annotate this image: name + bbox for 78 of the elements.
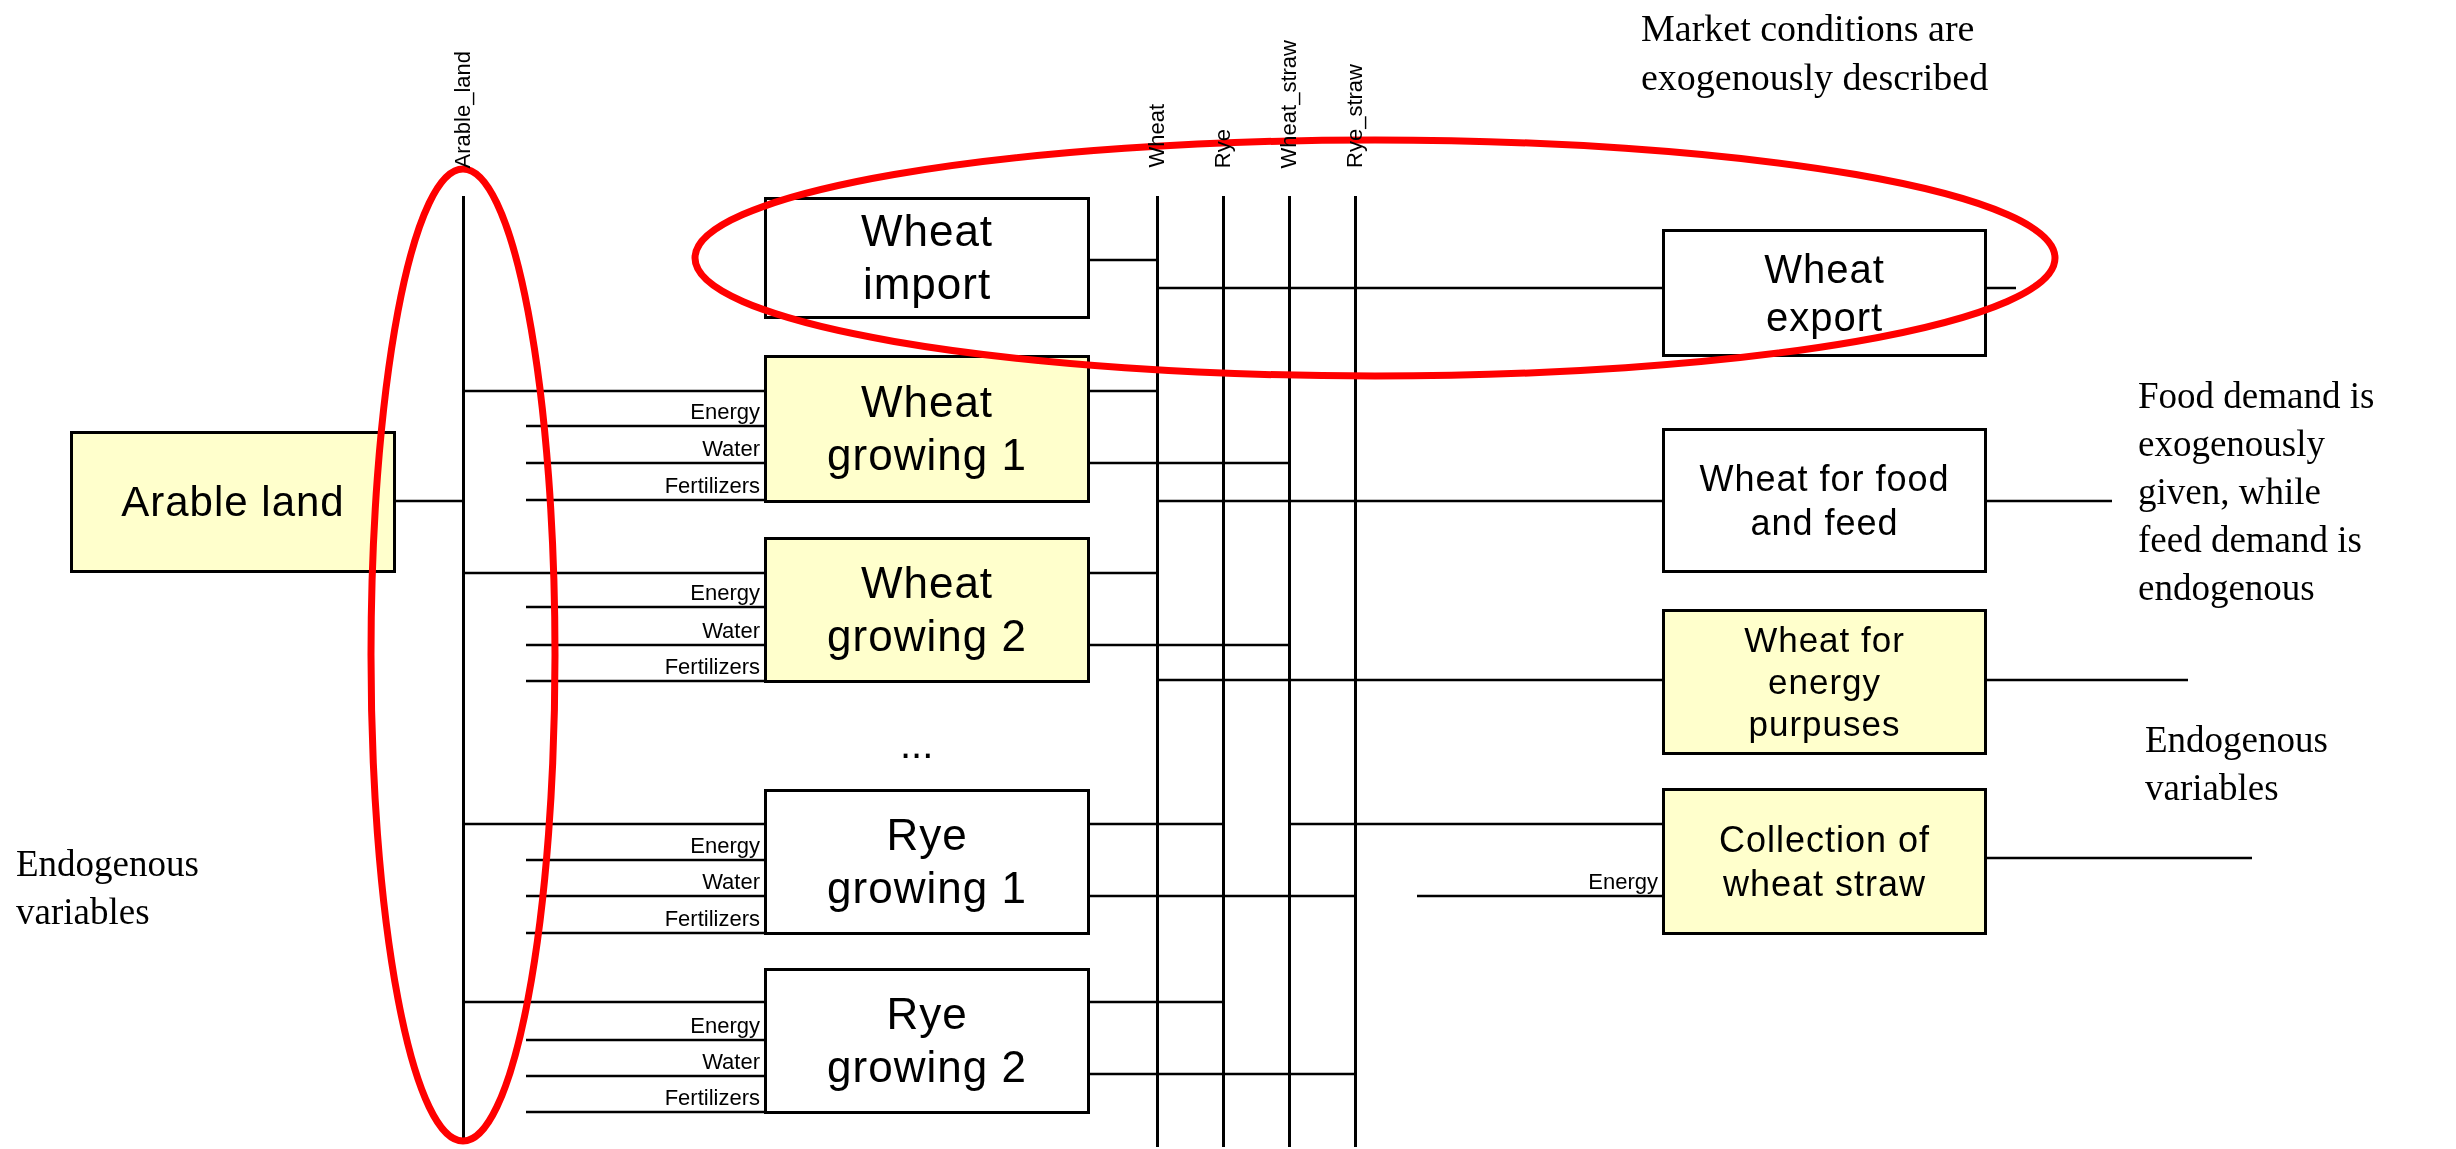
process-box [1662, 788, 1987, 935]
box-label: Wheat growing 2 [826, 557, 1028, 662]
note-text: Endogenous variables [2145, 718, 2329, 811]
connector-line [1417, 894, 1662, 898]
box-label: Wheat import [859, 205, 995, 310]
process-box [764, 789, 1090, 935]
connector-line [526, 1110, 764, 1114]
connector-line [463, 571, 764, 575]
process-box [764, 197, 1090, 319]
connector-line [526, 498, 764, 502]
process-box [764, 355, 1090, 503]
connector-line [1090, 571, 1157, 575]
connector-line [526, 931, 764, 935]
box-label: Wheat for energy purpuses [1743, 619, 1906, 745]
process-box [764, 968, 1090, 1114]
box-label: Rye growing 1 [826, 809, 1028, 914]
connector-line [463, 1000, 764, 1004]
connector-line [526, 1074, 764, 1078]
box-label: Collection of wheat straw [1717, 818, 1932, 905]
edge-label: Energy [690, 401, 760, 423]
note-text: Endogenous variables [16, 842, 200, 935]
connector-line [526, 679, 764, 683]
edge-label: Fertilizers [664, 656, 760, 678]
connector-line [526, 858, 764, 862]
connector-line [526, 461, 764, 465]
connector-line [1090, 258, 1157, 262]
bus-label: Arable_land [452, 50, 474, 168]
box-label: Rye growing 2 [826, 988, 1028, 1093]
connector-line [1987, 856, 2252, 860]
edge-label: Energy [1588, 871, 1658, 893]
box-label: Arable land [121, 476, 345, 527]
connector-line [526, 424, 764, 428]
process-box [764, 537, 1090, 683]
connector-line [526, 1038, 764, 1042]
connector-line [1157, 286, 1662, 290]
connector-line [1090, 1000, 1223, 1004]
connector-line [463, 822, 764, 826]
process-box [70, 431, 396, 573]
connector-line [1157, 678, 1662, 682]
process-box [1662, 428, 1987, 573]
edge-label: Energy [690, 582, 760, 604]
note-text: ... [900, 721, 935, 768]
connector-line [1090, 643, 1289, 647]
bus-label: Wheat [1146, 104, 1168, 168]
edge-label: Fertilizers [664, 475, 760, 497]
connector-line [463, 389, 764, 393]
connector-line [1987, 678, 2188, 682]
connector-line [526, 605, 764, 609]
connector-line [1987, 499, 2112, 503]
box-label: Wheat for food and feed [1698, 457, 1951, 544]
edge-label: Fertilizers [664, 908, 760, 930]
bus-label: Wheat_straw [1278, 39, 1300, 168]
edge-label: Energy [690, 1015, 760, 1037]
edge-label: Water [702, 438, 760, 460]
box-label: Wheat growing 1 [826, 376, 1028, 481]
note-text: Food demand is exogenously given, while feed demand is endogenous [2138, 374, 2376, 611]
connector-line [1090, 894, 1355, 898]
connector-line [1157, 499, 1662, 503]
bus-label: Rye_straw [1344, 64, 1366, 168]
edge-label: Water [702, 871, 760, 893]
connector-line [526, 643, 764, 647]
bus-label: Rye [1212, 128, 1234, 168]
connector-line [1090, 1072, 1355, 1076]
connector-line [526, 894, 764, 898]
process-box [1662, 609, 1987, 755]
connector-line [1987, 286, 2016, 290]
connector-line [1090, 822, 1223, 826]
edge-label: Fertilizers [664, 1087, 760, 1109]
process-box [1662, 229, 1987, 357]
note-text: Market conditions are exogenously described [1641, 6, 1990, 101]
box-label: Wheat export [1763, 246, 1886, 341]
edge-label: Energy [690, 835, 760, 857]
edge-label: Water [702, 1051, 760, 1073]
connector-line [1090, 461, 1289, 465]
connector-line [1090, 389, 1157, 393]
connector-line [1289, 822, 1662, 826]
connector-line [396, 499, 463, 503]
edge-label: Water [702, 620, 760, 642]
